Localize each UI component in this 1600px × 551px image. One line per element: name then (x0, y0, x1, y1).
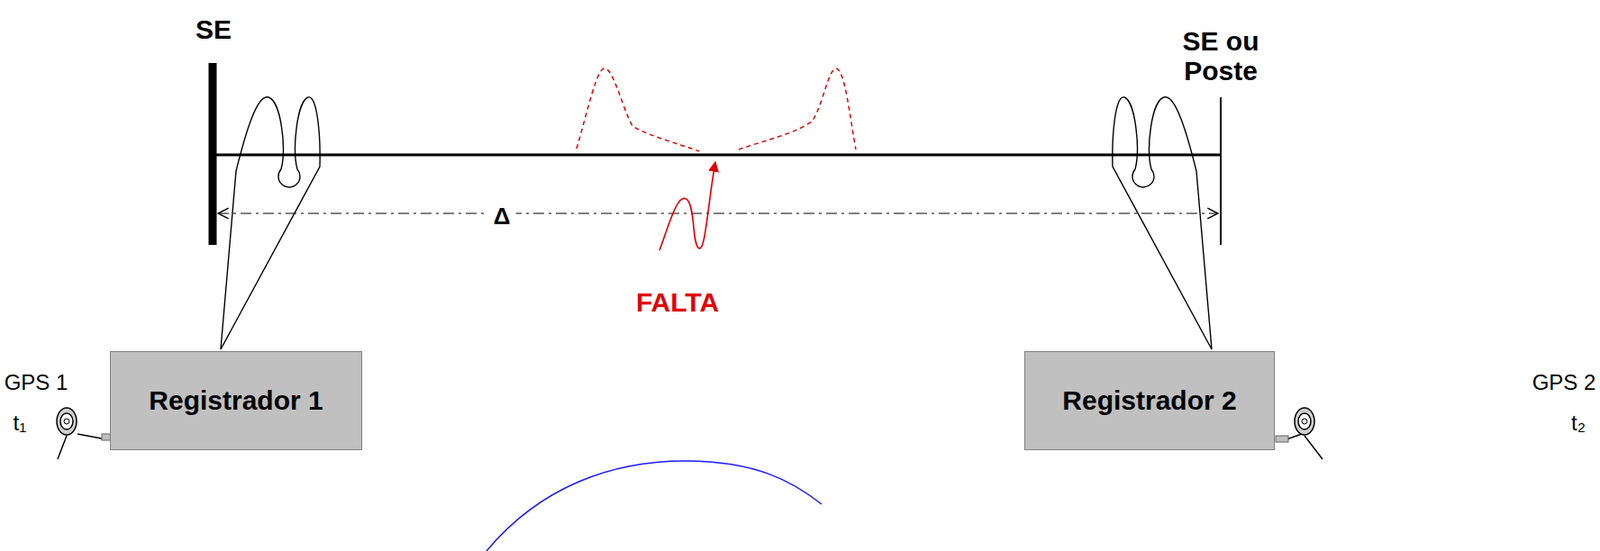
gps-antenna (56, 408, 113, 460)
station-label: SE ou Poste (1153, 26, 1289, 86)
fault-symbol (659, 162, 716, 251)
travelling-wave (576, 68, 700, 152)
station-label: SE (195, 14, 232, 45)
pole-line (1219, 97, 1222, 246)
gps-label: GPS 1 (4, 371, 69, 395)
current-clamp (220, 97, 320, 350)
current-clamp (1112, 97, 1212, 350)
dimension-arrow (218, 212, 1219, 214)
power-line (212, 154, 1221, 157)
time-label: t₁ (13, 411, 28, 436)
gps-label: GPS 2 (1532, 371, 1597, 395)
recorder-box: Registrador 2 (1024, 351, 1275, 451)
fault-label: FALTA (636, 287, 719, 318)
time-label: t₂ (1571, 411, 1586, 436)
travelling-wave (738, 68, 856, 150)
recorder-box: Registrador 1 (109, 351, 363, 451)
link-curve (486, 461, 822, 551)
recorder-name: Registrador 2 (1062, 385, 1237, 417)
recorder-name: Registrador 1 (148, 385, 323, 417)
dimension-label: Δ (488, 203, 517, 230)
gps-antenna (1275, 408, 1323, 460)
